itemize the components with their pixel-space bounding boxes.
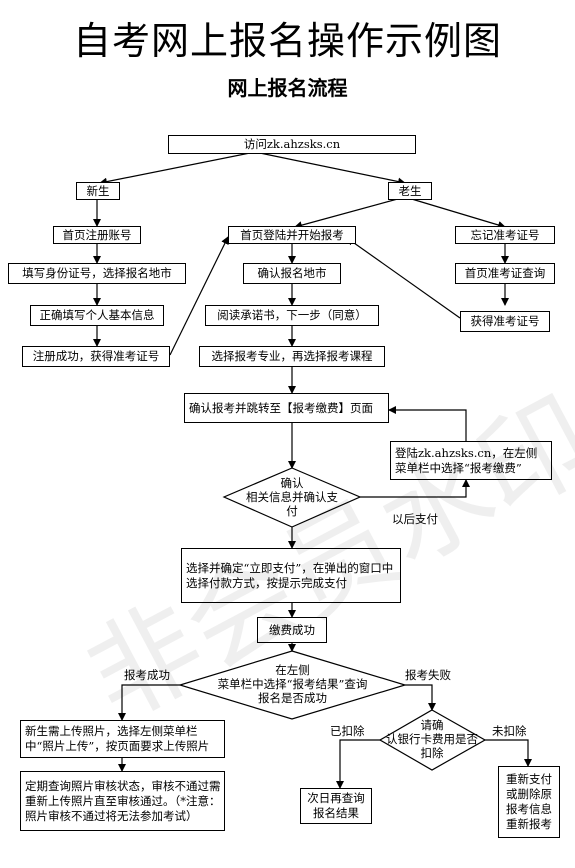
next-day-query-box: 次日再查询报名结果: [300, 788, 372, 824]
arrow-success-login: [169, 236, 229, 356]
login-pay-box: 登陆zk.ahzsks.cn，在左侧菜单栏中选择“报考缴费”: [390, 441, 552, 480]
get-ticket-box: 获得准考证号: [460, 311, 550, 332]
login-start-box: 首页登陆并开始报考: [228, 226, 356, 244]
pay-later-label: 以后支付: [392, 512, 438, 526]
deducted-label: 已扣除: [330, 724, 365, 738]
upload-photo-box: 新生需上传照片，选择左侧菜单栏中“照片上传”，按页面要求上传照片: [20, 720, 225, 758]
payment-success-box: 缴费成功: [257, 617, 327, 643]
fill-info-box: 正确填写个人基本信息: [30, 305, 164, 326]
arrow-decision-later: [360, 479, 470, 498]
arrow-loginpay-jump: [388, 406, 467, 441]
arrow-old-login: [294, 196, 406, 230]
page-title: 自考网上报名操作示例图: [72, 19, 502, 63]
choose-major-box: 选择报考专业，再选择报考课程: [199, 346, 385, 367]
photo-check-box: 定期查询照片审核状态，审核不通过需重新上传照片直至审核通过。（*注意：照片审核不…: [20, 771, 225, 831]
decision-bank-label: 请确 认银行卡费用是否 扣除: [386, 718, 478, 760]
decision-query-result: [177, 650, 408, 720]
arrow-visit-new: [99, 151, 256, 186]
arrow-bank-nextday: [336, 739, 380, 789]
read-promise-box: 阅读承诺书，下一步（同意）: [205, 305, 379, 326]
repay-box: 重新支付或删除原报考信息重新报考: [498, 766, 560, 838]
pay-now-box: 选择并确定“立即支付”，在弹出的窗口中选择付款方式，按提示完成支付: [181, 548, 401, 603]
not-deducted-label: 未扣除: [492, 724, 527, 738]
decision-confirm-pay: [222, 467, 362, 528]
arrow-visit-old: [254, 151, 406, 186]
forgot-ticket-box: 忘记准考证号: [455, 226, 555, 244]
decision-bank-deducted: [378, 709, 487, 771]
new-student-box: 新生: [76, 182, 120, 200]
page-subtitle: 网上报名流程: [227, 76, 348, 100]
apply-success-label: 报考成功: [124, 668, 170, 682]
visit-site-box: 访问zk.ahzsks.cn: [168, 135, 416, 154]
arrow-result-bank: [405, 684, 436, 711]
old-student-box: 老生: [388, 182, 432, 200]
register-account-box: 首页注册账号: [53, 226, 141, 244]
arrow-get-login: [346, 237, 461, 319]
register-success-box: 注册成功，获得准考证号: [22, 346, 170, 367]
arrow-old-forgot: [404, 196, 506, 229]
confirm-city-box: 确认报名地市: [243, 263, 341, 284]
fill-id-box: 填写身份证号，选择报名地市: [8, 263, 186, 284]
confirm-jump-box: 确认报考并跳转至【报考缴费】页面: [184, 393, 389, 423]
arrow-result-upload: [118, 684, 180, 721]
decision-confirm-pay-label: 确认 相关信息并确认支 付: [246, 476, 338, 518]
query-ticket-box: 首页准考证查询: [455, 263, 555, 284]
decision-query-result-label: 在左侧 菜单栏中选择“报考结果”查询 报名是否成功: [217, 663, 368, 705]
arrow-bank-repay: [485, 739, 532, 767]
apply-fail-label: 报考失败: [405, 668, 451, 682]
